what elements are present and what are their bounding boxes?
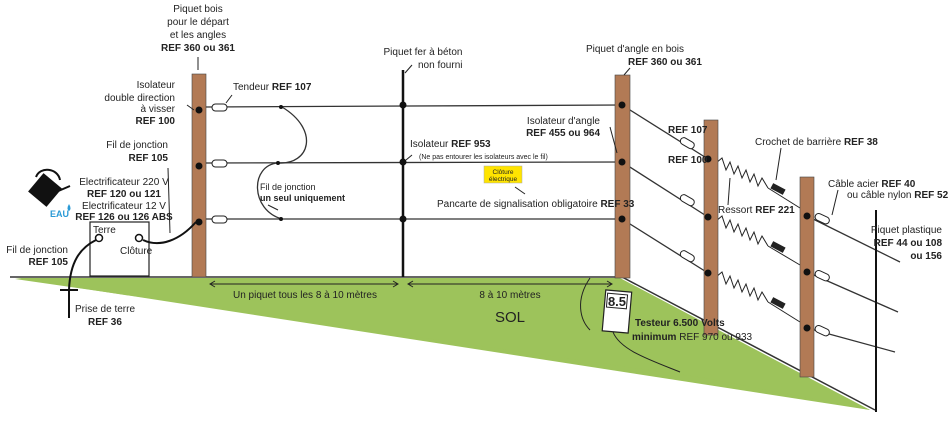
tester-value: 8.5	[608, 294, 626, 309]
svg-text:un seul uniquement: un seul uniquement	[260, 193, 345, 203]
fence-junction-wire	[142, 221, 197, 245]
ground-edge-right	[621, 276, 876, 411]
label-ground: SOL	[495, 309, 525, 326]
label-double-insulator: Isolateur double direction à visser REF …	[104, 80, 175, 127]
svg-text:Piquet bois: Piquet bois	[173, 4, 222, 15]
earth-terminal	[94, 233, 104, 243]
svg-text:et les angles: et les angles	[170, 30, 226, 41]
label-cable: Câble acier REF 40 ou câble nylon REF 52	[828, 179, 949, 201]
svg-text:Piquet plastique: Piquet plastique	[871, 225, 943, 236]
label-spacing-right: 8 à 10 mètres	[479, 290, 540, 301]
svg-text:double direction: double direction	[104, 93, 175, 104]
wooden-post-2	[703, 119, 719, 336]
label-ref107: REF 107	[668, 125, 708, 136]
label-single-junction: Fil de jonction un seul uniquement	[260, 182, 345, 203]
svg-text:Isolateur d'angle: Isolateur d'angle	[527, 116, 601, 127]
svg-text:Fil de jonction: Fil de jonction	[6, 245, 68, 256]
label-fence-terminal: Clôture	[120, 246, 153, 257]
sign-text-1: Clôture	[493, 169, 514, 176]
tensioner-icons	[211, 103, 830, 337]
svg-text:REF 105: REF 105	[29, 257, 69, 268]
svg-text:Piquet d'angle en bois: Piquet d'angle en bois	[586, 44, 684, 55]
insulators	[195, 101, 811, 332]
label-junction-wire-top: Fil de jonction REF 105	[106, 140, 168, 164]
wooden-start-post	[191, 73, 207, 278]
spacing-arrows	[209, 280, 613, 288]
svg-text:REF 105: REF 105	[129, 153, 169, 164]
fence-terminal	[134, 233, 144, 243]
label-electrifier: Electrificateur 220 V REF 120 ou 121 Ele…	[75, 177, 173, 223]
label-metal-post: Piquet fer à béton non fourni	[384, 47, 463, 71]
watering-can-icon	[28, 168, 71, 211]
svg-text:non fourni: non fourni	[418, 60, 462, 71]
svg-text:REF 36: REF 36	[88, 317, 122, 328]
label-earth-terminal: Terre	[93, 225, 116, 236]
label-wooden-post: Piquet bois pour le départ et les angles…	[161, 4, 235, 54]
label-ref100: REF 100	[668, 155, 708, 166]
tester-icon	[580, 277, 681, 373]
wooden-post-3	[799, 176, 815, 378]
label-gate-hook: Crochet de barrière REF 38	[755, 137, 878, 148]
svg-text:Electrificateur 220 V: Electrificateur 220 V	[79, 177, 169, 188]
svg-text:Fil de jonction: Fil de jonction	[260, 182, 316, 192]
svg-text:ou 156: ou 156	[910, 251, 942, 262]
svg-text:Piquet fer à béton: Piquet fer à béton	[384, 47, 463, 58]
warning-sign	[483, 165, 523, 184]
svg-text:Prise de terre: Prise de terre	[75, 304, 135, 315]
svg-text:pour le départ: pour le départ	[167, 17, 229, 28]
ground-lower	[15, 279, 870, 410]
sign-text-2: électrique	[489, 176, 518, 183]
svg-text:REF 455 ou 964: REF 455 ou 964	[526, 128, 600, 139]
label-earth-rod: Prise de terre REF 36	[75, 304, 135, 328]
electrifier-box	[89, 221, 150, 277]
label-sign: Pancarte de signalisation obligatoire RE…	[437, 199, 635, 210]
label-plastic-post: Piquet plastique REF 44 ou 108 ou 156	[871, 225, 943, 262]
label-insulator-953: Isolateur REF 953 (Ne pas entourer les i…	[410, 139, 548, 161]
label-spacing-left: Un piquet tous les 8 à 10 mètres	[233, 290, 377, 301]
svg-text:Isolateur: Isolateur	[137, 80, 176, 91]
svg-text:ou câble nylon REF 52: ou câble nylon REF 52	[847, 190, 949, 201]
svg-text:REF 360 ou 361: REF 360 ou 361	[628, 57, 702, 68]
svg-text:REF 120 ou 121: REF 120 ou 121	[87, 189, 161, 200]
wooden-angle-post	[614, 74, 631, 279]
label-tensioner: Tendeur REF 107	[233, 82, 312, 93]
label-tester: Testeur 6.500 Volts minimum REF 970 ou 9…	[632, 318, 753, 343]
gate-hook-icons	[770, 183, 786, 309]
svg-text:REF 44 ou 108: REF 44 ou 108	[874, 238, 943, 249]
pointer-arrows	[167, 57, 839, 234]
svg-text:Electrificateur 12 V: Electrificateur 12 V	[82, 201, 166, 212]
label-angle-post: Piquet d'angle en bois REF 360 ou 361	[586, 44, 702, 68]
label-angle-insulator: Isolateur d'angle REF 455 ou 964	[526, 116, 600, 139]
springs	[715, 157, 801, 323]
svg-text:(Ne pas entourer les isolateur: (Ne pas entourer les isolateurs avec le …	[419, 154, 548, 161]
svg-text:à visser: à visser	[141, 104, 176, 115]
svg-text:REF 360 ou 361: REF 360 ou 361	[161, 43, 235, 54]
svg-text:Isolateur REF 953: Isolateur REF 953	[410, 139, 491, 150]
svg-text:Câble acier REF 40: Câble acier REF 40	[828, 179, 916, 190]
water-label: EAU	[50, 209, 69, 219]
svg-text:REF 126 ou 126 ABS: REF 126 ou 126 ABS	[75, 212, 173, 223]
svg-text:Fil de jonction: Fil de jonction	[106, 140, 168, 151]
svg-text:minimum REF 970 ou 933: minimum REF 970 ou 933	[632, 332, 753, 343]
svg-text:REF 100: REF 100	[136, 116, 176, 127]
label-spring: Ressort REF 221	[718, 205, 795, 216]
svg-text:Testeur 6.500 Volts: Testeur 6.500 Volts	[635, 318, 725, 329]
label-junction-wire-left: Fil de jonction REF 105	[6, 245, 68, 268]
